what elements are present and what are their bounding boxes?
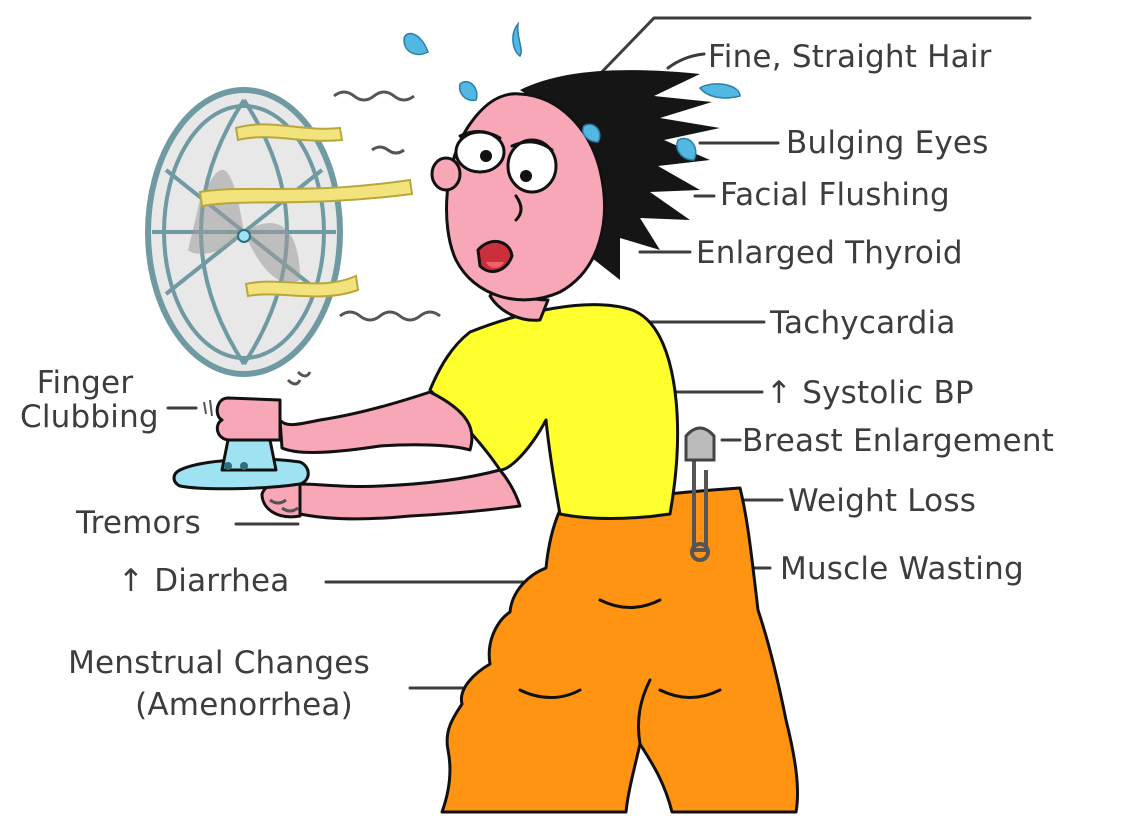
label-bulging-eyes: Bulging Eyes — [786, 126, 989, 160]
label-facial-flushing: Facial Flushing — [720, 178, 950, 212]
label-weight-loss: Weight Loss — [788, 484, 976, 518]
pants — [442, 488, 798, 812]
label-finger-clubbing-line2: Clubbing — [20, 400, 159, 434]
head — [432, 94, 604, 300]
label-muscle-wasting: Muscle Wasting — [780, 552, 1024, 586]
label-tachycardia: Tachycardia — [770, 306, 956, 340]
leader-hair-tick — [668, 54, 704, 68]
hand-left — [204, 398, 280, 440]
label-enlarged-thyroid: Enlarged Thyroid — [696, 236, 963, 270]
label-fine-straight-hair: Fine, Straight Hair — [708, 40, 992, 74]
label-menstrual-changes-line1: Menstrual Changes — [34, 646, 404, 680]
label-diarrhea: ↑ Diarrhea — [118, 564, 289, 598]
label-tremors: Tremors — [76, 506, 201, 540]
label-breast-enlargement: Breast Enlargement — [742, 424, 1054, 458]
label-menstrual-changes-line2: (Amenorrhea) — [84, 688, 404, 722]
label-systolic-bp: ↑ Systolic BP — [766, 376, 974, 410]
label-finger-clubbing-line1: Finger — [30, 366, 140, 400]
